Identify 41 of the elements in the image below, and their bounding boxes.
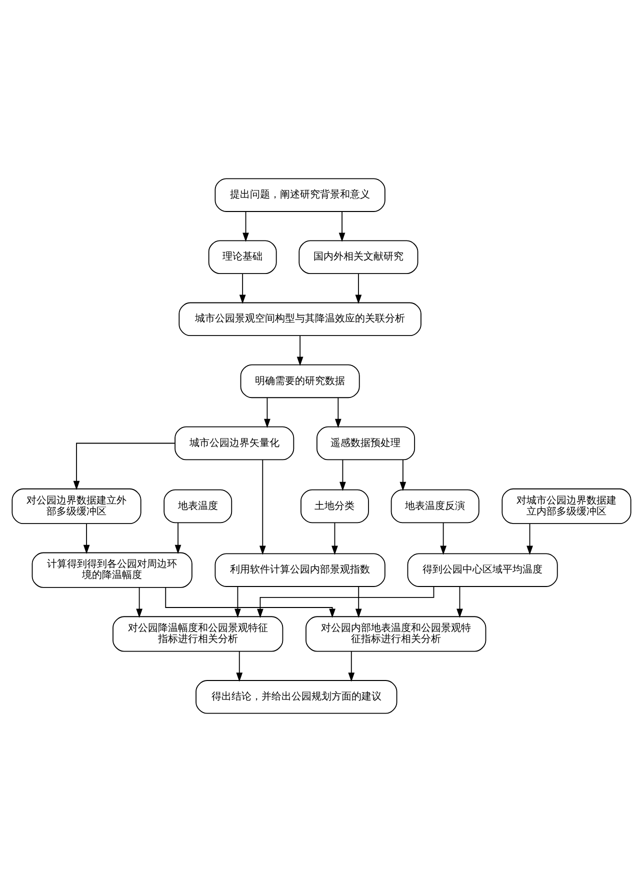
arrow — [259, 459, 266, 555]
node-box: 理论基础 — [208, 240, 277, 274]
arrow — [242, 211, 249, 242]
node-box: 得到公园中心区域平均温度 — [407, 553, 558, 587]
arrow — [456, 586, 463, 618]
node-box: 对公园降温幅度和公园景观特征指标进行相关分析 — [112, 616, 284, 652]
arrow — [83, 523, 90, 554]
arrow — [332, 522, 338, 555]
arrow — [355, 273, 362, 304]
node-box: 明确需要的研究数据 — [240, 364, 360, 398]
node-box: 地表温度 — [164, 489, 232, 524]
node-box: 对公园边界数据建立外部多级缓冲区 — [12, 488, 142, 524]
arrow — [296, 335, 304, 366]
node-box: 对城市公园边界数据建立内部多级缓冲区 — [502, 488, 632, 524]
node-box: 计算得到得到各公园对周边环境的降温幅度 — [32, 552, 192, 588]
arrow — [355, 586, 362, 618]
arrow — [400, 459, 406, 491]
node-box: 提出问题，阐述研究背景和意义 — [214, 178, 386, 212]
arrow — [334, 397, 342, 428]
node-box: 对公园内部地表温度和公园景观特征指标进行相关分析 — [306, 616, 486, 652]
node-box: 城市公园景观空间构型与其降温效应的关联分析 — [178, 302, 422, 336]
arrow — [136, 587, 142, 618]
node-box: 城市公园边界矢量化 — [174, 426, 294, 460]
arrow — [440, 522, 447, 555]
arrow — [234, 586, 241, 618]
arrow — [340, 459, 346, 491]
node-box: 遥感数据预处理 — [316, 426, 416, 460]
node-box: 地表温度反演 — [390, 489, 480, 524]
node-box: 得出结论，并给出公园规划方面的建议 — [196, 680, 398, 714]
node-box: 土地分类 — [300, 489, 369, 524]
arrow — [239, 273, 246, 304]
node-box: 国内外相关文献研究 — [298, 240, 418, 274]
arrow — [165, 587, 336, 618]
arrow — [264, 397, 270, 428]
arrow — [73, 442, 176, 490]
arrow — [338, 211, 346, 242]
arrow — [526, 523, 533, 555]
arrow — [236, 651, 243, 682]
arrow — [174, 522, 182, 554]
node-box: 利用软件计算公园内部景观指数 — [214, 553, 386, 587]
arrow — [348, 651, 355, 682]
